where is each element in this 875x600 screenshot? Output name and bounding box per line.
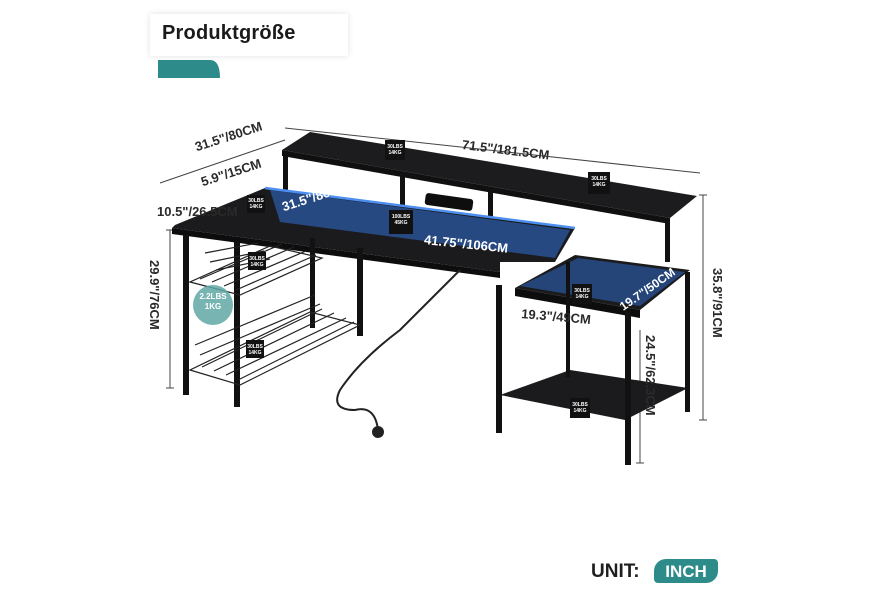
unit-value: INCH (665, 562, 707, 581)
weight-tag-desktop: 100LBS 45KG (391, 214, 411, 226)
weight-tag-bags (246, 140, 610, 418)
unit-label: UNIT: (591, 561, 640, 582)
plug (372, 426, 384, 438)
hook-weight-label: 2.2LBS 1KG (199, 292, 227, 311)
title-accent-tab (158, 60, 220, 78)
page-title: Produktgröße (162, 22, 296, 44)
weight-tag-bottom-shelf: 30LBS 14KG (572, 402, 588, 414)
desk-height-label: 29.9"/76CM (147, 260, 162, 330)
weight-tag-top-left: 30LBS 14KG (387, 144, 403, 156)
overall-height-label: 35.8"/91CM (710, 268, 725, 338)
weight-tag-side-shelf: 30LBS 14KG (574, 288, 590, 300)
title-box (150, 14, 348, 56)
side-depth-label: 10.5"/26.5CM (157, 204, 238, 219)
weight-tag-top-right: 30LBS 14KG (591, 176, 607, 188)
desk-top (172, 186, 576, 278)
weight-tag-mesh-top: 30LBS 14KG (249, 256, 265, 268)
unit-badge (654, 559, 718, 583)
power-strip (424, 193, 474, 211)
weight-tag-mesh-bottom: 30LBS 14KG (247, 344, 263, 356)
side-shelf-height-label: 24.5"/62.3CM (643, 335, 658, 416)
hook-weight-badge (193, 285, 233, 325)
weight-tag-upper-shelf: 30LBS 14KG (248, 198, 264, 210)
power-cord (336, 269, 461, 431)
